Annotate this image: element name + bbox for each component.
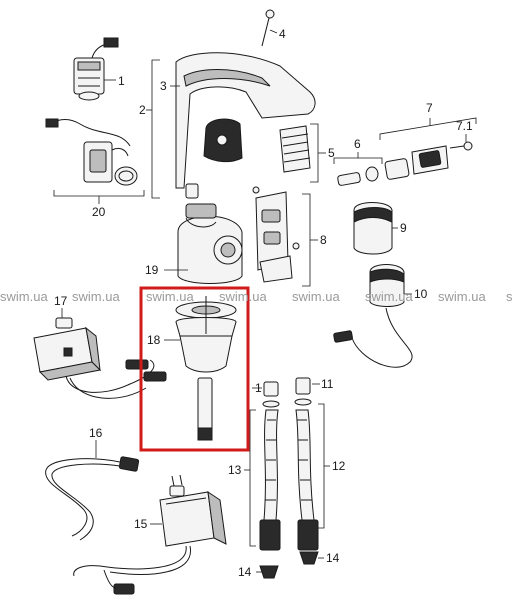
watermark-3: swim.ua xyxy=(146,289,194,304)
part-19-valve-body xyxy=(164,183,243,284)
watermark-7: swim.ua xyxy=(438,289,486,304)
part-6-valve-parts xyxy=(333,152,383,186)
callout-17: 17 xyxy=(54,294,68,308)
part-8-mounting-bracket xyxy=(252,186,318,287)
callout-1-hose: 1 xyxy=(255,381,262,395)
part-16-cable xyxy=(45,440,140,541)
callout-4: 4 xyxy=(279,27,286,41)
callout-11: 11 xyxy=(321,377,334,391)
callout-2: 2 xyxy=(139,103,146,117)
callout-14-left: 14 xyxy=(238,565,252,579)
callout-14-right: 14 xyxy=(326,551,340,565)
part-5-aerator xyxy=(279,123,326,183)
watermark-2: swim.ua xyxy=(72,289,120,304)
parts-12-13-14-hoses xyxy=(244,377,330,579)
watermark-4: swim.ua xyxy=(219,289,267,304)
highlight-frame-part-18 xyxy=(139,286,250,452)
callout-16: 16 xyxy=(89,426,103,440)
callout-6: 6 xyxy=(354,137,361,151)
part-18-cartridge xyxy=(164,296,237,441)
callout-10: 10 xyxy=(414,287,428,301)
part-1-sensor-module xyxy=(73,37,119,101)
part-7-handle-assembly xyxy=(379,117,477,180)
part-15-power-adapter xyxy=(73,474,227,595)
callout-8: 8 xyxy=(320,233,327,247)
watermark-1: swim.ua xyxy=(0,289,48,304)
callout-19: 19 xyxy=(145,263,159,277)
part-4-pin xyxy=(261,9,278,47)
callout-1-top: 1 xyxy=(118,74,125,88)
part-9-cover xyxy=(353,202,398,255)
callout-18: 18 xyxy=(147,333,161,347)
callout-9: 9 xyxy=(400,221,407,235)
callout-20: 20 xyxy=(92,205,106,219)
callout-15: 15 xyxy=(134,517,148,531)
callout-7: 7 xyxy=(426,101,433,115)
watermark-5: swim.ua xyxy=(292,289,340,304)
callout-7-1: 7.1 xyxy=(456,119,473,133)
callout-12: 12 xyxy=(332,459,346,473)
part-17-control-box xyxy=(33,308,167,399)
part-2-faucet-body xyxy=(146,52,316,199)
callout-3: 3 xyxy=(160,79,167,93)
watermark-edge: s xyxy=(506,289,513,304)
watermark-6: swim.ua xyxy=(365,289,413,304)
callout-5: 5 xyxy=(328,146,335,160)
part-10-battery-box xyxy=(333,264,413,368)
part-20-electronics-group xyxy=(45,118,145,204)
callout-13: 13 xyxy=(228,463,242,477)
